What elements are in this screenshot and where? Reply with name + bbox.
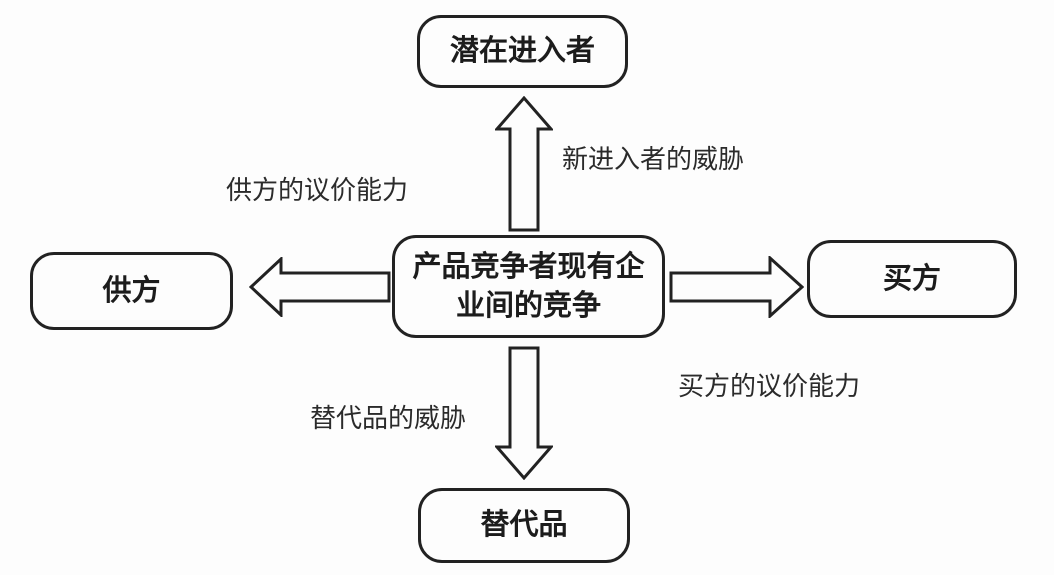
edge-label-threat-of-new-entrants: 新进入者的威胁 <box>562 145 745 174</box>
node-buyers: 买方 <box>807 240 1017 318</box>
edge-label-threat-of-substitutes: 替代品的威胁 <box>310 404 467 433</box>
arrow-up-icon <box>495 96 553 232</box>
node-suppliers-label: 供方 <box>102 274 161 307</box>
node-substitutes-label: 替代品 <box>480 509 568 541</box>
node-industry-rivalry: 产品竞争者现有企业间的竞争 <box>392 235 665 338</box>
node-suppliers: 供方 <box>30 252 233 330</box>
edge-label-supplier-bargaining-power: 供方的议价能力 <box>226 176 409 205</box>
node-industry-rivalry-label: 产品竞争者现有企业间的竞争 <box>412 250 645 322</box>
edge-label-buyer-bargaining-power: 买方的议价能力 <box>678 372 861 401</box>
node-buyers-label: 买方 <box>882 262 941 295</box>
node-potential-entrants-label: 潜在进入者 <box>449 35 595 67</box>
node-substitutes: 替代品 <box>418 488 630 563</box>
arrow-left-icon <box>249 257 391 317</box>
node-potential-entrants: 潜在进入者 <box>417 15 628 88</box>
arrow-down-icon <box>495 346 553 480</box>
arrow-right-icon <box>669 256 804 318</box>
